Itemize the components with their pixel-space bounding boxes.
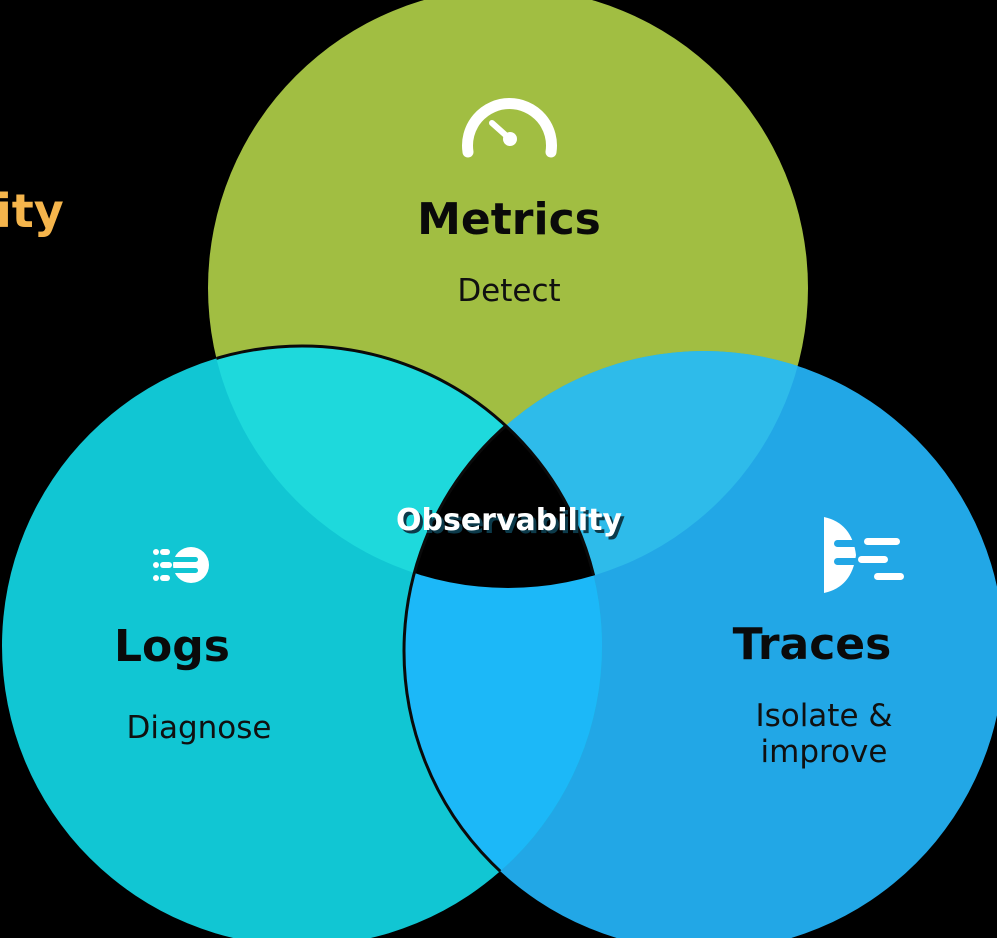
logs-outline-arc	[208, 344, 604, 588]
logs-subtitle: Diagnose	[127, 710, 272, 746]
traces-title: Traces	[733, 619, 892, 670]
traces-subtitle-line1: Isolate &	[755, 698, 892, 734]
log-lines-icon	[153, 547, 209, 583]
logs-title: Logs	[114, 621, 230, 672]
trace-lines-icon	[824, 517, 904, 593]
metrics-subtitle: Detect	[457, 273, 560, 309]
traces-outline-arc	[402, 349, 602, 938]
page-title-fragment: ity	[0, 184, 64, 238]
traces-subtitle-line2: improve	[761, 734, 888, 770]
gauge-icon	[462, 98, 557, 158]
metrics-title: Metrics	[417, 194, 601, 245]
center-label-shadow: Observability	[399, 506, 625, 541]
center-label: Observability	[396, 503, 622, 538]
overlap-center	[404, 351, 602, 588]
